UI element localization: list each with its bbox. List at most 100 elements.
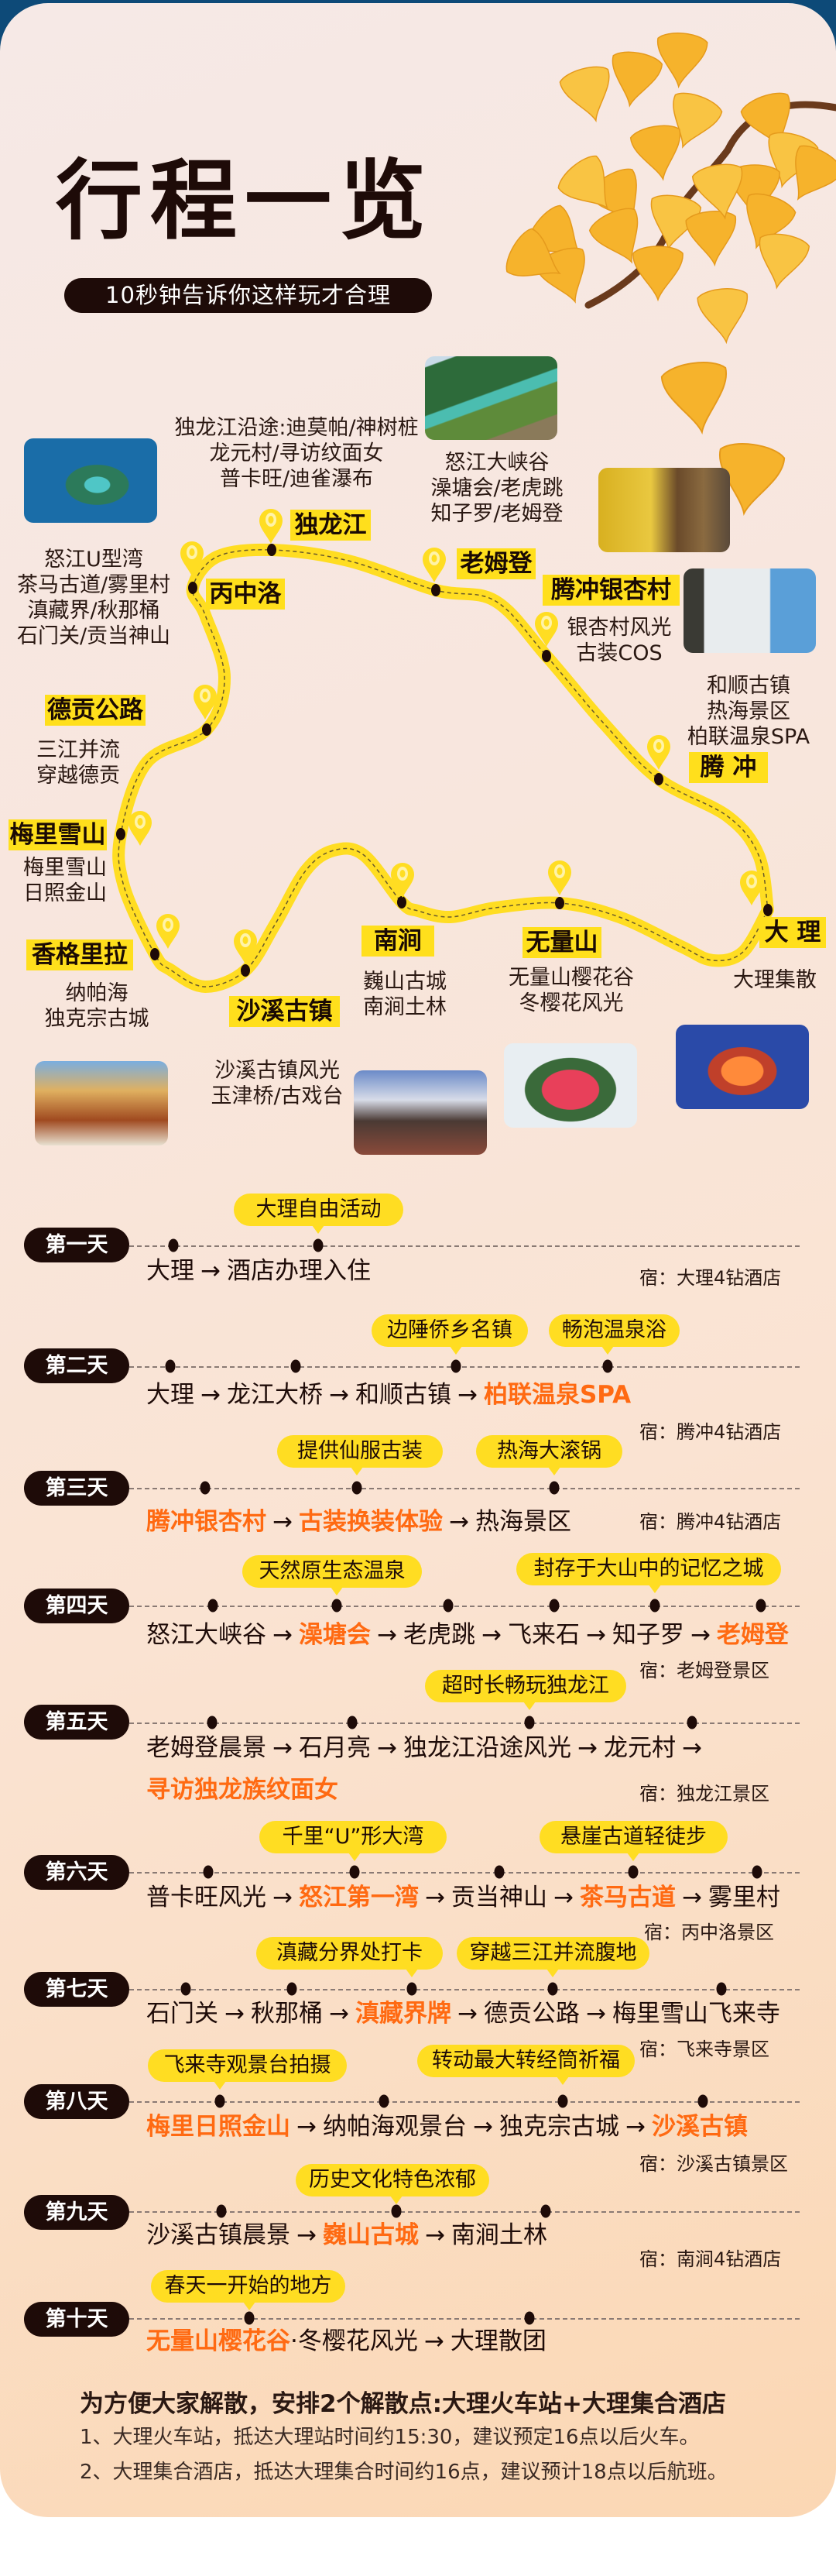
stop-dot: [116, 828, 125, 840]
map-stop-description: 独龙江沿途:迪莫帕/神树桩龙元村/寻访纹面女普卡旺/迪雀瀑布: [174, 415, 418, 492]
route-stop: 知子罗: [612, 1621, 684, 1649]
timeline-dotted-line: [129, 2101, 800, 2103]
timeline-dot: [752, 1865, 762, 1879]
map-stop-description: 巍山古城南涧土林: [363, 969, 447, 1020]
route-stop: 南涧土林: [451, 2221, 547, 2249]
description-line: 巍山古城: [363, 970, 447, 994]
bubble-pointer: [390, 2196, 403, 2204]
photo-heshun-town: [684, 568, 816, 653]
map-stop-description: 沙溪古镇风光玉津桥/古戏台: [211, 1058, 343, 1109]
route-stop: 普卡旺风光: [146, 1884, 266, 1911]
bubble-pointer: [348, 1853, 361, 1861]
itinerary-card: 行程一览 10秒钟告诉你这样玩才合理 独龙江独龙江沿途:迪莫帕/神树桩龙元村/寻…: [0, 3, 836, 2517]
map-pin-icon: [180, 541, 204, 576]
arrow-icon: →: [681, 1734, 702, 1762]
description-line: 普卡旺/迪雀瀑布: [219, 467, 374, 491]
description-line: 独克宗古城: [44, 1007, 149, 1031]
route-stop: 龙江大桥: [226, 1381, 323, 1409]
highlight-stop: 巍山古城: [322, 2221, 419, 2249]
day-badge: 第七天: [24, 1972, 129, 2007]
arrow-icon: →: [376, 1734, 397, 1762]
description-line: 古装COS: [576, 641, 663, 665]
dispersal-notes-heading: 为方便大家解散，安排2个解散点:大理火车站+大理集合酒店: [80, 2390, 726, 2418]
timeline-dot: [406, 1982, 417, 1996]
ginkgo-leaf-icon: [660, 362, 728, 434]
arrow-icon: →: [272, 1734, 293, 1762]
timeline-dotted-line: [129, 1872, 800, 1874]
description-line: 梅里雪山: [23, 856, 107, 880]
description-line: 茶马古道/雾里村: [16, 573, 171, 597]
photo-ginkgo-village: [598, 468, 730, 552]
highlight-stop: 古装换装体验: [298, 1508, 443, 1536]
page-subtitle: 10秒钟告诉你这样玩才合理: [64, 278, 432, 313]
route-stop: ·冬樱花风光: [290, 2327, 418, 2355]
bubble-pointer: [627, 1853, 639, 1861]
description-line: 日照金山: [23, 881, 107, 905]
ginkgo-leaf-icon: [673, 92, 723, 149]
timeline-dotted-line: [129, 2211, 800, 2213]
highlight-bubble: 超时长畅玩独龙江: [425, 1670, 626, 1702]
description-line: 大理集散: [733, 968, 817, 992]
description-line: 无量山樱花谷: [509, 966, 634, 990]
description-line: 纳帕海: [65, 981, 128, 1005]
timeline-dot: [290, 1359, 301, 1373]
timeline-dot: [687, 1716, 697, 1729]
stop-dot: [150, 948, 159, 960]
bubble-pointer: [214, 2081, 226, 2090]
arrow-icon: →: [481, 1621, 502, 1649]
map-stop-label: 腾冲银杏村: [543, 575, 680, 606]
map-stop-description: 梅里雪山日照金山: [23, 855, 107, 906]
highlight-bubble: 大理自由活动: [234, 1194, 403, 1226]
accommodation-text: 宿：老姆登景区: [639, 1660, 769, 1681]
highlight-bubble: 飞来寺观景台拍摄: [148, 2049, 347, 2082]
stop-dot: [397, 896, 406, 908]
map-pin-icon: [156, 914, 180, 949]
arrow-icon: →: [681, 1884, 702, 1911]
route-line-text: 大理→酒店办理入住: [146, 1255, 371, 1286]
accommodation-text: 宿：腾冲4钻酒店: [639, 1511, 782, 1533]
highlight-bubble: 封存于大山中的记忆之城: [516, 1553, 781, 1585]
highlight-stop: 滇藏界牌: [355, 2000, 451, 2028]
map-stop-description: 怒江U型湾茶马古道/雾里村滇藏界/秋那桶石门关/贡当神山: [17, 547, 170, 649]
timeline-dot: [207, 1599, 218, 1613]
map-stop-label: 德贡公路: [45, 695, 146, 726]
route-stop: 梅里雪山飞来寺: [612, 2000, 780, 2028]
highlight-stop: 腾冲银杏村: [146, 1508, 266, 1536]
accommodation-text: 宿：腾冲4钻酒店: [639, 1421, 782, 1443]
ginkgo-leaf-icon: [505, 228, 561, 276]
map-stop-label: 无量山: [522, 927, 601, 958]
accommodation-text: 宿：沙溪古镇景区: [639, 2153, 788, 2175]
day-badge: 第六天: [24, 1855, 129, 1890]
stop-dot: [267, 544, 276, 556]
timeline-dot: [549, 1599, 560, 1613]
highlight-bubble: 转动最大转经筒祈福: [417, 2045, 635, 2077]
timeline-dot: [331, 1599, 342, 1613]
accommodation-text: 宿：飞来寺景区: [639, 2038, 769, 2060]
timeline-dot: [165, 1359, 176, 1373]
timeline-dot: [347, 1716, 358, 1729]
route-stop: 贡当神山: [451, 1884, 547, 1911]
map-pin-icon: [391, 863, 414, 898]
description-line: 怒江U型湾: [44, 548, 143, 572]
timeline-dot: [451, 1359, 461, 1373]
map-stop-label: 腾 冲: [689, 752, 768, 783]
arrow-icon: →: [625, 2113, 646, 2141]
map-stop-label: 大 理: [759, 917, 826, 948]
timeline-dot: [547, 1982, 558, 1996]
map-pin-icon: [548, 860, 571, 895]
timeline-dot: [168, 1238, 179, 1252]
timeline-dot: [349, 1865, 360, 1879]
photo-wuliang-cherry: [504, 1043, 637, 1128]
bubble-pointer: [601, 1346, 614, 1355]
map-stop-label: 沙溪古镇: [229, 996, 340, 1027]
accommodation-text: 宿：大理4钻酒店: [639, 1267, 782, 1289]
photo-dali-tower: [676, 1025, 809, 1109]
description-line: 玉津桥/古戏台: [211, 1084, 344, 1108]
arrow-icon: →: [272, 1621, 293, 1649]
stop-dot: [202, 723, 211, 736]
description-line: 南涧土林: [363, 995, 447, 1019]
arrow-icon: →: [200, 1257, 221, 1285]
highlight-bubble: 千里“U”形大湾: [259, 1821, 447, 1853]
arrow-icon: →: [424, 1884, 445, 1911]
ginkgo-leaf-icon: [612, 51, 663, 108]
